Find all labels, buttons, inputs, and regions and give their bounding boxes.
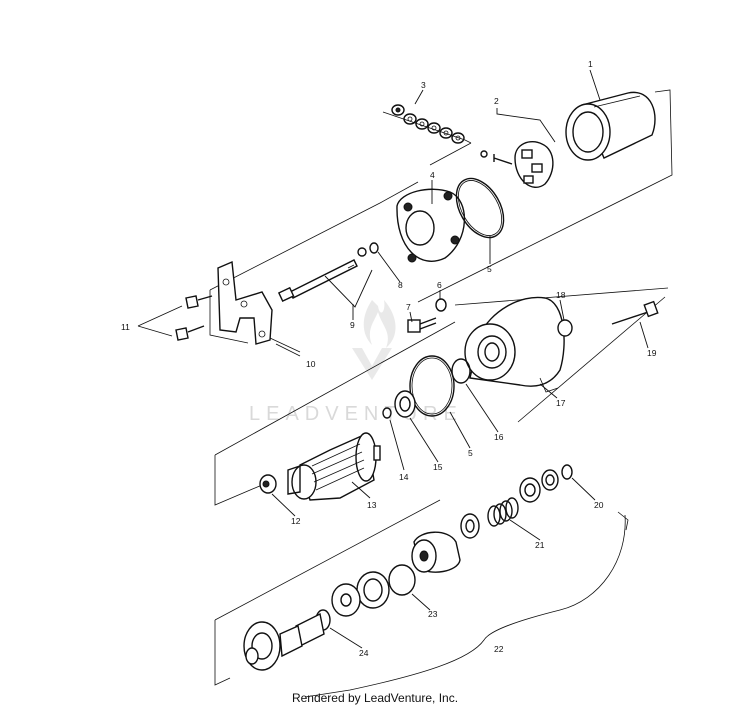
small-washer-8: [369, 242, 379, 254]
callout-8: 8: [398, 280, 403, 290]
o-ring-lower-inner: [411, 357, 453, 415]
collar-stack: [519, 469, 559, 503]
callout-19: 19: [647, 348, 657, 358]
washer-14: [382, 407, 392, 419]
armature: [287, 432, 381, 501]
callout-18: 18: [556, 290, 566, 300]
bracket-line-22: [304, 514, 626, 698]
snap-ring-20: [561, 464, 573, 480]
callout-7: 7: [406, 302, 411, 312]
seal-16: [451, 358, 471, 384]
watermark-logo: [352, 300, 396, 380]
o-ring-upper: [455, 177, 505, 239]
nut-washer-stack: [382, 104, 472, 166]
callout-3: 3: [421, 80, 426, 90]
callout-13: 13: [367, 500, 377, 510]
yoke-housing: [565, 91, 656, 161]
callout-labels: 1 2 3 4 5 6 7 8 9 10 11 12 13 14 15 5 16…: [121, 59, 657, 658]
bolt-19: [611, 300, 659, 325]
washer-18: [557, 319, 573, 337]
o-ring-upper-inner: [457, 180, 503, 236]
overrunning-clutch: [411, 531, 461, 573]
callout-16: 16: [494, 432, 504, 442]
callout-15: 15: [433, 462, 443, 472]
ring-23: [388, 564, 416, 596]
outline-frame-middle: [214, 287, 669, 506]
bushing-12: [259, 474, 277, 494]
callout-20: 20: [594, 500, 604, 510]
pinion-shaft: [243, 612, 325, 671]
callout-17: 17: [556, 398, 566, 408]
leader-lines: [271, 69, 649, 649]
callout-5-upper: 5: [487, 264, 492, 274]
outline-frame-top: [209, 89, 673, 344]
callout-6: 6: [437, 280, 442, 290]
planetary-plate: [356, 571, 390, 609]
callout-9: 9: [350, 320, 355, 330]
callout-21: 21: [535, 540, 545, 550]
bolt-7: [407, 317, 437, 333]
brush-holder: [480, 140, 554, 188]
callout-14: 14: [399, 472, 409, 482]
through-bolts: [277, 259, 373, 308]
bracket-bolts: [137, 295, 213, 341]
callout-12: 12: [291, 516, 301, 526]
callout-11: 11: [121, 322, 130, 332]
callout-2: 2: [494, 96, 499, 106]
callout-1: 1: [588, 59, 593, 69]
rear-end-cover: [396, 188, 466, 263]
o-ring-lower: [409, 355, 455, 417]
callout-5-lower: 5: [468, 448, 473, 458]
washer-plate: [331, 583, 361, 617]
spring-21: [460, 497, 519, 539]
footer-credit: Rendered by LeadVenture, Inc.: [291, 691, 459, 705]
callout-10: 10: [306, 359, 316, 369]
callout-4: 4: [430, 170, 435, 180]
callout-23: 23: [428, 609, 438, 619]
bearing-15: [394, 390, 416, 418]
mounting-bracket: [217, 260, 301, 353]
front-housing: [464, 296, 565, 393]
callout-22: 22: [494, 644, 504, 654]
washer-near-bolt: [357, 247, 367, 257]
callout-24: 24: [359, 648, 369, 658]
outline-frame-lower: [214, 499, 629, 686]
washer-6: [435, 298, 447, 312]
